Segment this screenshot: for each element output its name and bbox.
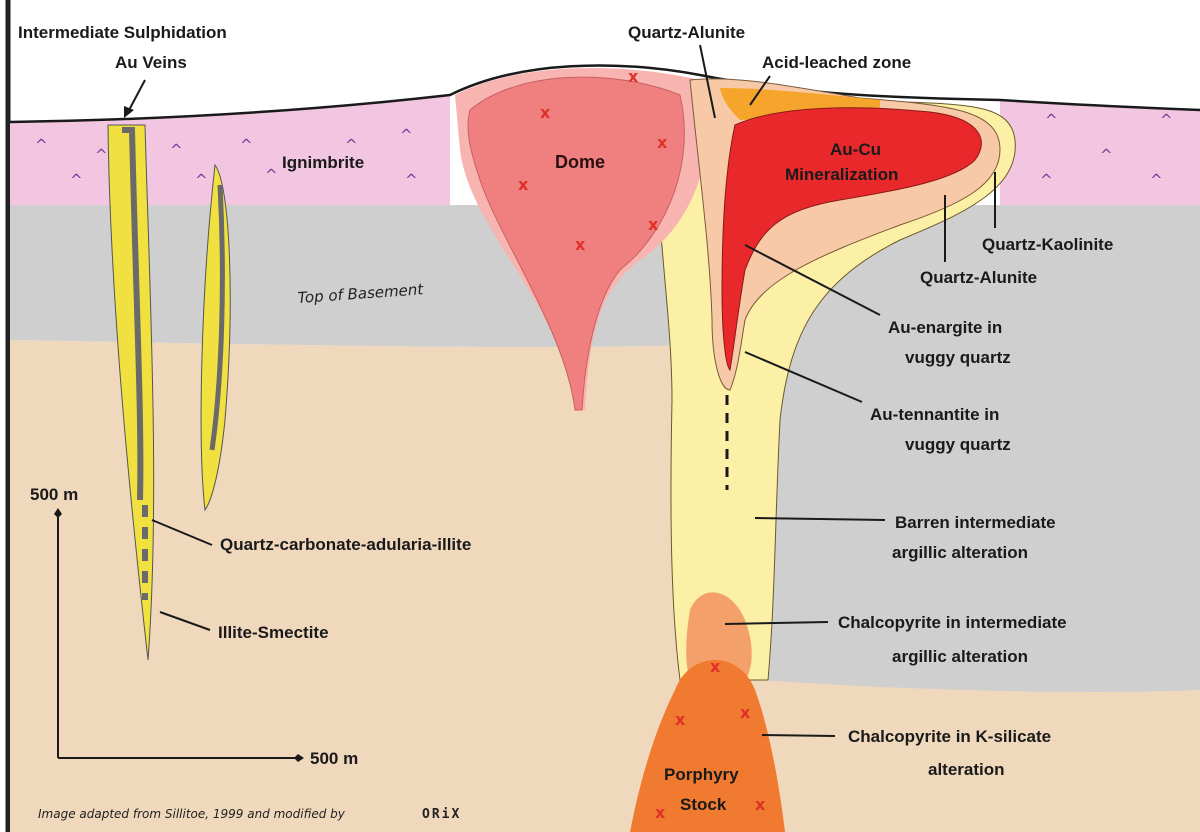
- arrow-au-veins: [128, 80, 145, 112]
- svg-text:^: ^: [1045, 111, 1058, 129]
- svg-text:^: ^: [70, 171, 83, 189]
- svg-text:x: x: [575, 235, 586, 254]
- label-quartz-kaolinite: Quartz-Kaolinite: [982, 235, 1113, 254]
- label-au-tennantite-1: Au-tennantite in: [870, 405, 999, 424]
- label-chalco-k-1: Chalcopyrite in K-silicate: [848, 727, 1051, 746]
- svg-text:^: ^: [400, 126, 413, 144]
- label-barren-1: Barren intermediate: [895, 513, 1056, 532]
- svg-text:^: ^: [35, 136, 48, 154]
- label-au-enargite-2: vuggy quartz: [905, 348, 1011, 367]
- label-chalco-int-1: Chalcopyrite in intermediate: [838, 613, 1067, 632]
- svg-text:x: x: [657, 133, 668, 152]
- svg-text:^: ^: [405, 171, 418, 189]
- label-quartz-alunite-right: Quartz-Alunite: [920, 268, 1037, 287]
- brand-logo: ORiX: [422, 807, 461, 822]
- svg-text:x: x: [648, 215, 659, 234]
- label-au-veins: Au Veins: [115, 53, 187, 72]
- label-stock: Stock: [680, 795, 727, 814]
- label-au-enargite-1: Au-enargite in: [888, 318, 1002, 337]
- label-qcai: Quartz-carbonate-adularia-illite: [220, 535, 471, 554]
- label-au-cu: Au-Cu: [830, 140, 881, 159]
- svg-text:^: ^: [240, 136, 253, 154]
- label-chalco-k-2: alteration: [928, 760, 1005, 779]
- scale-label-vertical: 500 m: [30, 485, 78, 504]
- scale-label-horizontal: 500 m: [310, 749, 358, 768]
- svg-text:^: ^: [345, 136, 358, 154]
- svg-text:x: x: [518, 175, 529, 194]
- svg-text:x: x: [740, 703, 751, 722]
- svg-text:^: ^: [95, 146, 108, 164]
- label-au-tennantite-2: vuggy quartz: [905, 435, 1011, 454]
- svg-text:x: x: [628, 67, 639, 86]
- arrowhead-au-veins: [124, 106, 134, 118]
- label-intermediate-sulphidation: Intermediate Sulphidation: [18, 23, 227, 42]
- label-barren-2: argillic alteration: [892, 543, 1028, 562]
- svg-text:^: ^: [1040, 171, 1053, 189]
- svg-text:x: x: [540, 103, 551, 122]
- arrow-chalco-k: [762, 735, 835, 736]
- label-mineralization: Mineralization: [785, 165, 898, 184]
- svg-text:^: ^: [1160, 111, 1173, 129]
- svg-text:x: x: [755, 795, 766, 814]
- svg-text:x: x: [710, 657, 721, 676]
- label-porphyry: Porphyry: [664, 765, 739, 784]
- svg-text:^: ^: [195, 171, 208, 189]
- svg-text:^: ^: [1150, 171, 1163, 189]
- label-acid-leached-zone: Acid-leached zone: [762, 53, 911, 72]
- label-ignimbrite: Ignimbrite: [282, 153, 364, 172]
- label-illite-smectite: Illite-Smectite: [218, 623, 329, 642]
- svg-text:x: x: [675, 710, 686, 729]
- label-quartz-alunite-top: Quartz-Alunite: [628, 23, 745, 42]
- svg-text:x: x: [655, 803, 666, 822]
- svg-text:^: ^: [170, 141, 183, 159]
- svg-text:^: ^: [265, 166, 278, 184]
- credit-text: Image adapted from Sillitoe, 1999 and mo…: [38, 807, 346, 821]
- label-dome: Dome: [555, 152, 605, 172]
- svg-text:^: ^: [1100, 146, 1113, 164]
- label-chalco-int-2: argillic alteration: [892, 647, 1028, 666]
